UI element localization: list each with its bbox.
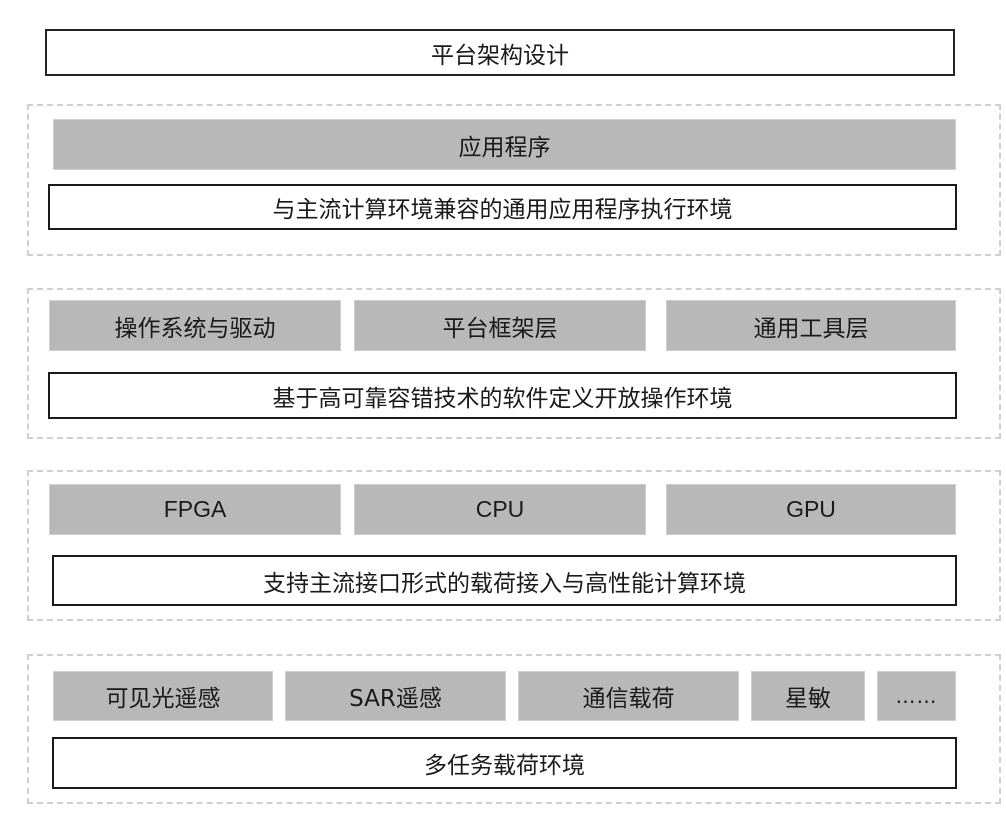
hardware-environment-box: 支持主流接口形式的载荷接入与高性能计算环境 xyxy=(52,555,957,606)
module-label: SAR遥感 xyxy=(349,686,442,712)
environment-label: 基于高可靠容错技术的软件定义开放操作环境 xyxy=(272,385,733,412)
payload-layer-container xyxy=(27,654,1001,804)
environment-label: 支持主流接口形式的载荷接入与高性能计算环境 xyxy=(263,570,746,597)
module-gpu: GPU xyxy=(666,484,956,535)
module-visible-light-sensing: 可见光遥感 xyxy=(53,671,273,721)
environment-label: 与主流计算环境兼容的通用应用程序执行环境 xyxy=(272,197,733,223)
hardware-layer-container xyxy=(27,470,1001,621)
software-environment-box: 基于高可靠容错技术的软件定义开放操作环境 xyxy=(48,372,957,419)
module-label: GPU xyxy=(786,496,836,522)
module-star-sensor: 星敏 xyxy=(751,671,865,721)
module-fpga: FPGA xyxy=(49,484,341,535)
module-label: 通信载荷 xyxy=(582,686,675,712)
diagram-title-box: 平台架构设计 xyxy=(45,29,955,76)
module-label: 可见光遥感 xyxy=(105,686,221,712)
module-label: 应用程序 xyxy=(458,134,551,161)
module-label: 星敏 xyxy=(785,686,831,712)
software-layer-container xyxy=(27,288,1001,439)
module-communication-payload: 通信载荷 xyxy=(518,671,739,721)
module-more-ellipsis: …… xyxy=(877,671,956,721)
module-label: 平台框架层 xyxy=(442,315,558,342)
diagram-title: 平台架构设计 xyxy=(431,42,569,69)
module-label: …… xyxy=(895,684,938,708)
application-environment-box: 与主流计算环境兼容的通用应用程序执行环境 xyxy=(48,184,957,230)
module-label: 操作系统与驱动 xyxy=(114,315,276,342)
module-common-tools: 通用工具层 xyxy=(666,300,956,351)
module-sar-sensing: SAR遥感 xyxy=(285,671,506,721)
payload-environment-box: 多任务载荷环境 xyxy=(52,737,957,789)
application-layer-container xyxy=(27,104,1001,256)
module-os-drivers: 操作系统与驱动 xyxy=(49,300,341,351)
module-label: FPGA xyxy=(163,496,227,522)
module-label: 通用工具层 xyxy=(753,315,869,342)
module-cpu: CPU xyxy=(354,484,646,535)
module-platform-framework: 平台框架层 xyxy=(354,300,646,351)
environment-label: 多任务载荷环境 xyxy=(424,753,585,779)
module-label: CPU xyxy=(475,496,525,522)
module-application: 应用程序 xyxy=(53,119,956,170)
